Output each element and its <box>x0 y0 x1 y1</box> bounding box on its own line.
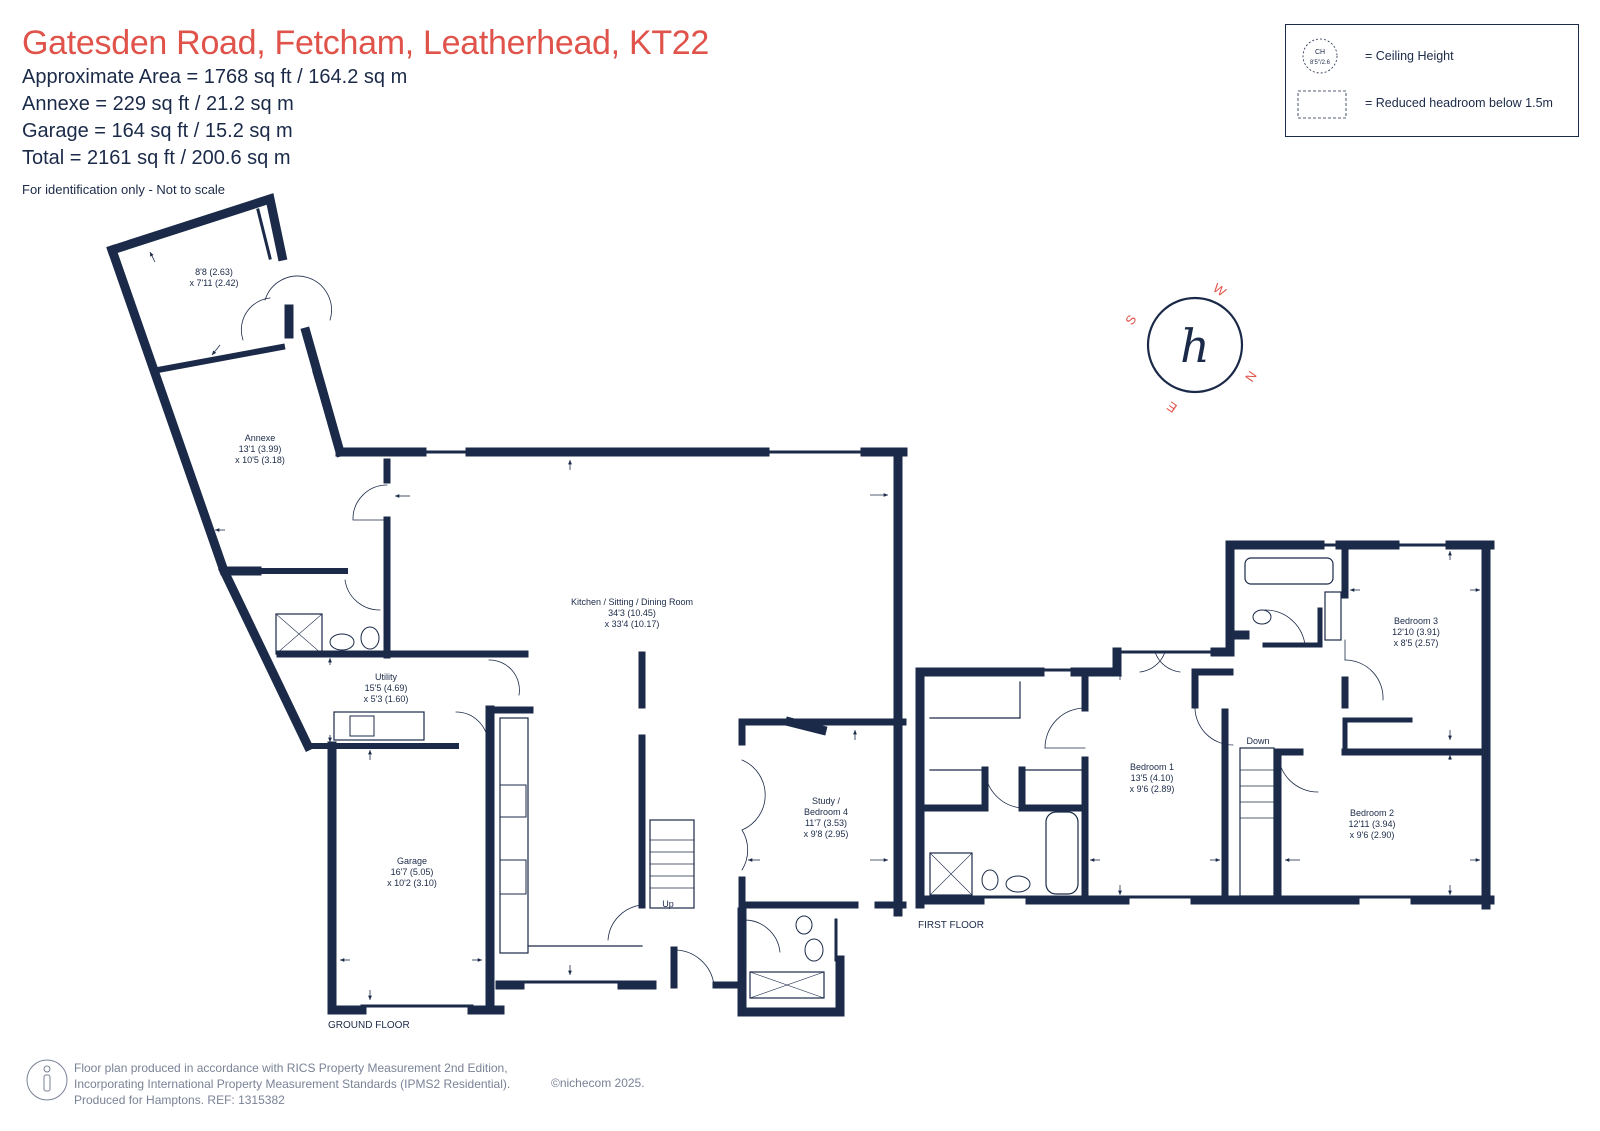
bedroom2-dims-1: 12'11 (3.94) <box>1348 819 1395 829</box>
ceiling-symbol-bottom: 8'5"/2.6 <box>1310 60 1331 66</box>
info-icon <box>26 1059 68 1101</box>
compass-s: S <box>1122 312 1139 328</box>
garage-name: Garage <box>397 856 427 866</box>
study-name-2: Bedroom 4 <box>804 807 848 817</box>
legend <box>1285 24 1579 137</box>
approximate-area: Approximate Area = 1768 sq ft / 164.2 sq… <box>22 66 408 88</box>
footer-line-3: Produced for Hamptons. REF: 1315382 <box>74 1093 285 1107</box>
footer-line-2: Incorporating International Property Mea… <box>74 1077 511 1091</box>
room-labels: 8'8 (2.63) x 7'11 (2.42) Annexe 13'1 (3.… <box>189 267 1439 909</box>
ground-floor-plan <box>106 193 908 1017</box>
utility-name: Utility <box>375 672 397 682</box>
annexe-dims-2: x 10'5 (3.18) <box>235 455 285 465</box>
annexe-small-dims-2: x 7'11 (2.42) <box>189 278 238 288</box>
annexe-area: Annexe = 229 sq ft / 21.2 sq m <box>22 93 294 115</box>
scale-note: For identification only - Not to scale <box>22 182 226 197</box>
reduced-headroom-label: = Reduced headroom below 1.5m <box>1365 96 1553 110</box>
footer-notes: Floor plan produced in accordance with R… <box>74 1060 510 1108</box>
bedroom1-dims-1: 13'5 (4.10) <box>1131 773 1174 783</box>
reduced-headroom-symbol <box>1297 90 1347 119</box>
footer-line-1: Floor plan produced in accordance with R… <box>74 1061 508 1075</box>
bedroom3-dims-2: x 8'5 (2.57) <box>1394 638 1439 648</box>
compass-logo: h <box>1180 319 1210 373</box>
page-title: Gatesden Road, Fetcham, Leatherhead, KT2… <box>22 24 710 62</box>
dimension-arrows <box>149 251 1480 1000</box>
annexe-small-dims-1: 8'8 (2.63) <box>195 267 233 277</box>
bedroom3-name: Bedroom 3 <box>1394 616 1438 626</box>
compass-n: N <box>1242 368 1260 384</box>
total-area: Total = 2161 sq ft / 200.6 sq m <box>22 147 291 169</box>
study-name: Study / <box>812 796 841 806</box>
ceiling-symbol-top: CH <box>1315 49 1325 56</box>
garage-dims-1: 16'7 (5.05) <box>391 867 434 877</box>
first-floor-label: FIRST FLOOR <box>918 920 984 931</box>
annexe-dims-1: 13'1 (3.99) <box>239 444 282 454</box>
bedroom2-name: Bedroom 2 <box>1350 808 1394 818</box>
ground-floor-label: GROUND FLOOR <box>328 1020 410 1031</box>
bedroom3-dims-1: 12'10 (3.91) <box>1392 627 1440 637</box>
bedroom2-dims-2: x 9'6 (2.90) <box>1350 830 1395 840</box>
garage-area: Garage = 164 sq ft / 15.2 sq m <box>22 120 293 142</box>
garage-dims-2: x 10'2 (3.10) <box>387 878 437 888</box>
kitchen-dims-2: x 33'4 (10.17) <box>605 619 660 629</box>
utility-dims-2: x 5'3 (1.60) <box>364 694 409 704</box>
kitchen-name: Kitchen / Sitting / Dining Room <box>571 597 693 607</box>
first-floor-plan <box>915 540 1495 910</box>
kitchen-dims-1: 34'3 (10.45) <box>608 608 656 618</box>
annexe-name: Annexe <box>245 433 276 443</box>
compass-e: E <box>1164 398 1180 415</box>
copyright: ©nichecom 2025. <box>551 1076 645 1090</box>
ceiling-height-symbol: CH 8'5"/2.6 <box>1302 38 1338 74</box>
study-dims-1: 11'7 (3.53) <box>805 818 847 828</box>
bedroom1-name: Bedroom 1 <box>1130 762 1174 772</box>
compass-w: W <box>1210 280 1229 300</box>
ceiling-height-label: = Ceiling Height <box>1365 49 1454 63</box>
bedroom1-dims-2: x 9'6 (2.89) <box>1130 784 1175 794</box>
compass: h W N E S <box>1122 280 1260 416</box>
stair-down-label: Down <box>1246 736 1269 746</box>
study-dims-2: x 9'8 (2.95) <box>804 829 849 839</box>
utility-dims-1: 15'5 (4.69) <box>365 683 408 693</box>
stair-up-label: Up <box>662 899 674 909</box>
